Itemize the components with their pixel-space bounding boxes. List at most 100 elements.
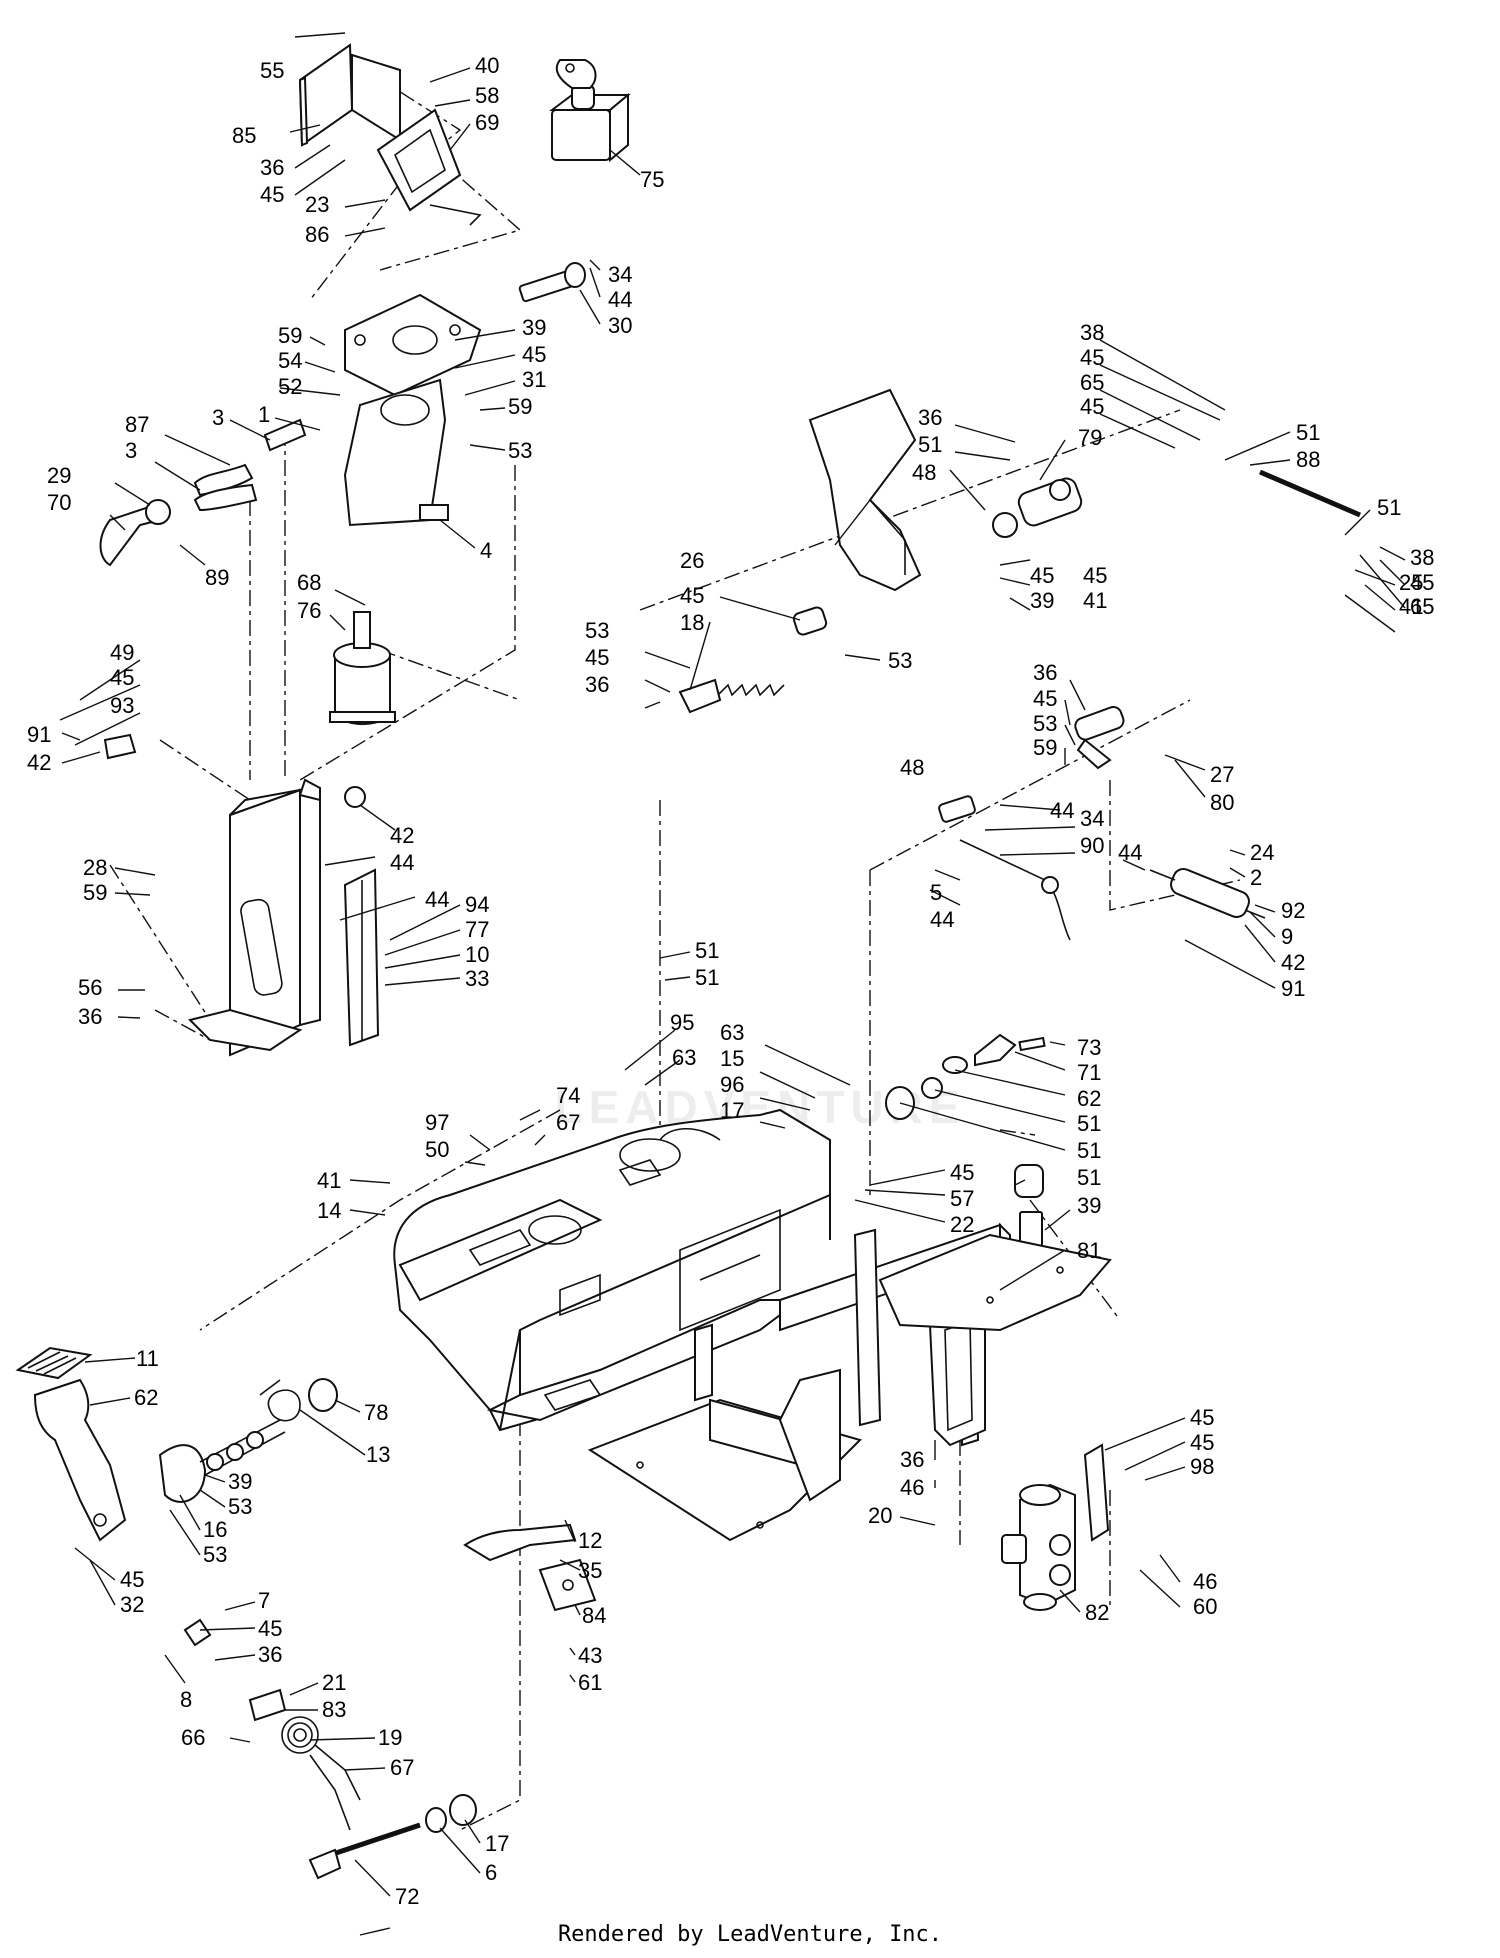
callout: 45 [1030,563,1054,588]
callout: 45 [680,583,704,608]
callout: 51 [1377,495,1401,520]
steering-column [188,778,366,1057]
callout: 36 [258,1642,282,1667]
callout: 17 [720,1098,744,1123]
callout: 44 [930,907,954,932]
callout: 22 [950,1212,974,1237]
callout: 59 [278,323,302,348]
callout: 85 [232,123,256,148]
callout: 56 [78,975,102,1000]
callout: 16 [203,1517,227,1542]
callout: 46 [900,1475,924,1500]
callout: 36 [1033,660,1057,685]
callout: 75 [640,167,664,192]
callout: 38 [1080,320,1104,345]
callout: 27 [1210,762,1234,787]
main-frame [393,1108,1011,1447]
callout: 57 [950,1186,974,1211]
callout: 59 [83,880,107,905]
callout: 51 [695,965,719,990]
callout: 29 [47,463,71,488]
callout: 52 [278,374,302,399]
callout: 45 [1083,563,1107,588]
floor-plate [878,1233,1112,1332]
pivot-bolt [518,262,586,303]
callout: 88 [1296,447,1320,472]
callout: 76 [297,598,321,623]
callout: 17 [485,1831,509,1856]
callout: 94 [465,892,489,917]
callout: 39 [228,1469,252,1494]
callout: 45 [1190,1430,1214,1455]
callout: 20 [868,1503,892,1528]
callout: 61 [578,1670,602,1695]
tilt-lever [99,499,171,567]
callout: 63 [672,1045,696,1070]
callout: 41 [317,1168,341,1193]
callout: 44 [390,850,414,875]
callout: 48 [900,755,924,780]
callout: 26 [680,548,704,573]
callout: 97 [425,1110,449,1135]
callout: 77 [465,917,489,942]
damper [1149,867,1266,919]
callout: 45 [110,665,134,690]
callout: 80 [1210,790,1234,815]
callout: 62 [1077,1086,1101,1111]
callout: 35 [578,1558,602,1583]
steering-bracket [344,293,482,397]
callout: 51 [695,938,719,963]
callout: 86 [305,222,329,247]
callout: 36 [260,155,284,180]
callout: 65 [1080,370,1104,395]
callout: 67 [390,1755,414,1780]
valve-body [992,477,1083,538]
callout: 45 [120,1567,144,1592]
callout: 51 [918,432,942,457]
callout: 36 [900,1447,924,1472]
side-plate [343,868,380,1047]
callout: 53 [888,648,912,673]
callout: 45 [585,645,609,670]
callout: 39 [1030,588,1054,613]
callout: 43 [578,1643,602,1668]
brake-rod [308,1794,477,1880]
callout: 87 [125,412,149,437]
callout: 65 [1410,594,1434,619]
callout: 44 [608,287,632,312]
callout: 66 [181,1725,205,1750]
callout: 12 [578,1528,602,1553]
callout: 82 [1085,1600,1109,1625]
callout: 39 [522,315,546,340]
callout: 9 [1281,924,1293,949]
callout: 4 [480,538,492,563]
callout: 55 [260,58,284,83]
callout: 34 [1080,806,1104,831]
column-head [343,378,449,527]
callout: 2 [1250,865,1262,890]
hydraulic-valve [1001,1483,1076,1611]
callout: 93 [110,693,134,718]
callout: 84 [582,1603,606,1628]
callout: 81 [1077,1238,1101,1263]
callout: 49 [110,640,134,665]
knob-and-spacer [1014,1164,1044,1247]
callout: 32 [120,1592,144,1617]
footer-credit: Rendered by LeadVenture, Inc. [557,1922,943,1947]
callout: 33 [465,966,489,991]
callout: 53 [203,1542,227,1567]
callout: 51 [1077,1165,1101,1190]
callout: 45 [950,1160,974,1185]
callout: 45 [1033,686,1057,711]
controller-module [298,43,401,147]
link-arms [193,418,307,512]
callout: 46 [1193,1569,1217,1594]
leader-lines [109,32,641,631]
callout: 36 [78,1004,102,1029]
callout: 51 [1077,1138,1101,1163]
callout: 92 [1281,898,1305,923]
callout: 42 [1281,950,1305,975]
callout: 44 [1050,798,1074,823]
callout-labels: 55 40 58 69 85 75 36 45 23 86 34 44 30 5… [27,53,1434,1909]
